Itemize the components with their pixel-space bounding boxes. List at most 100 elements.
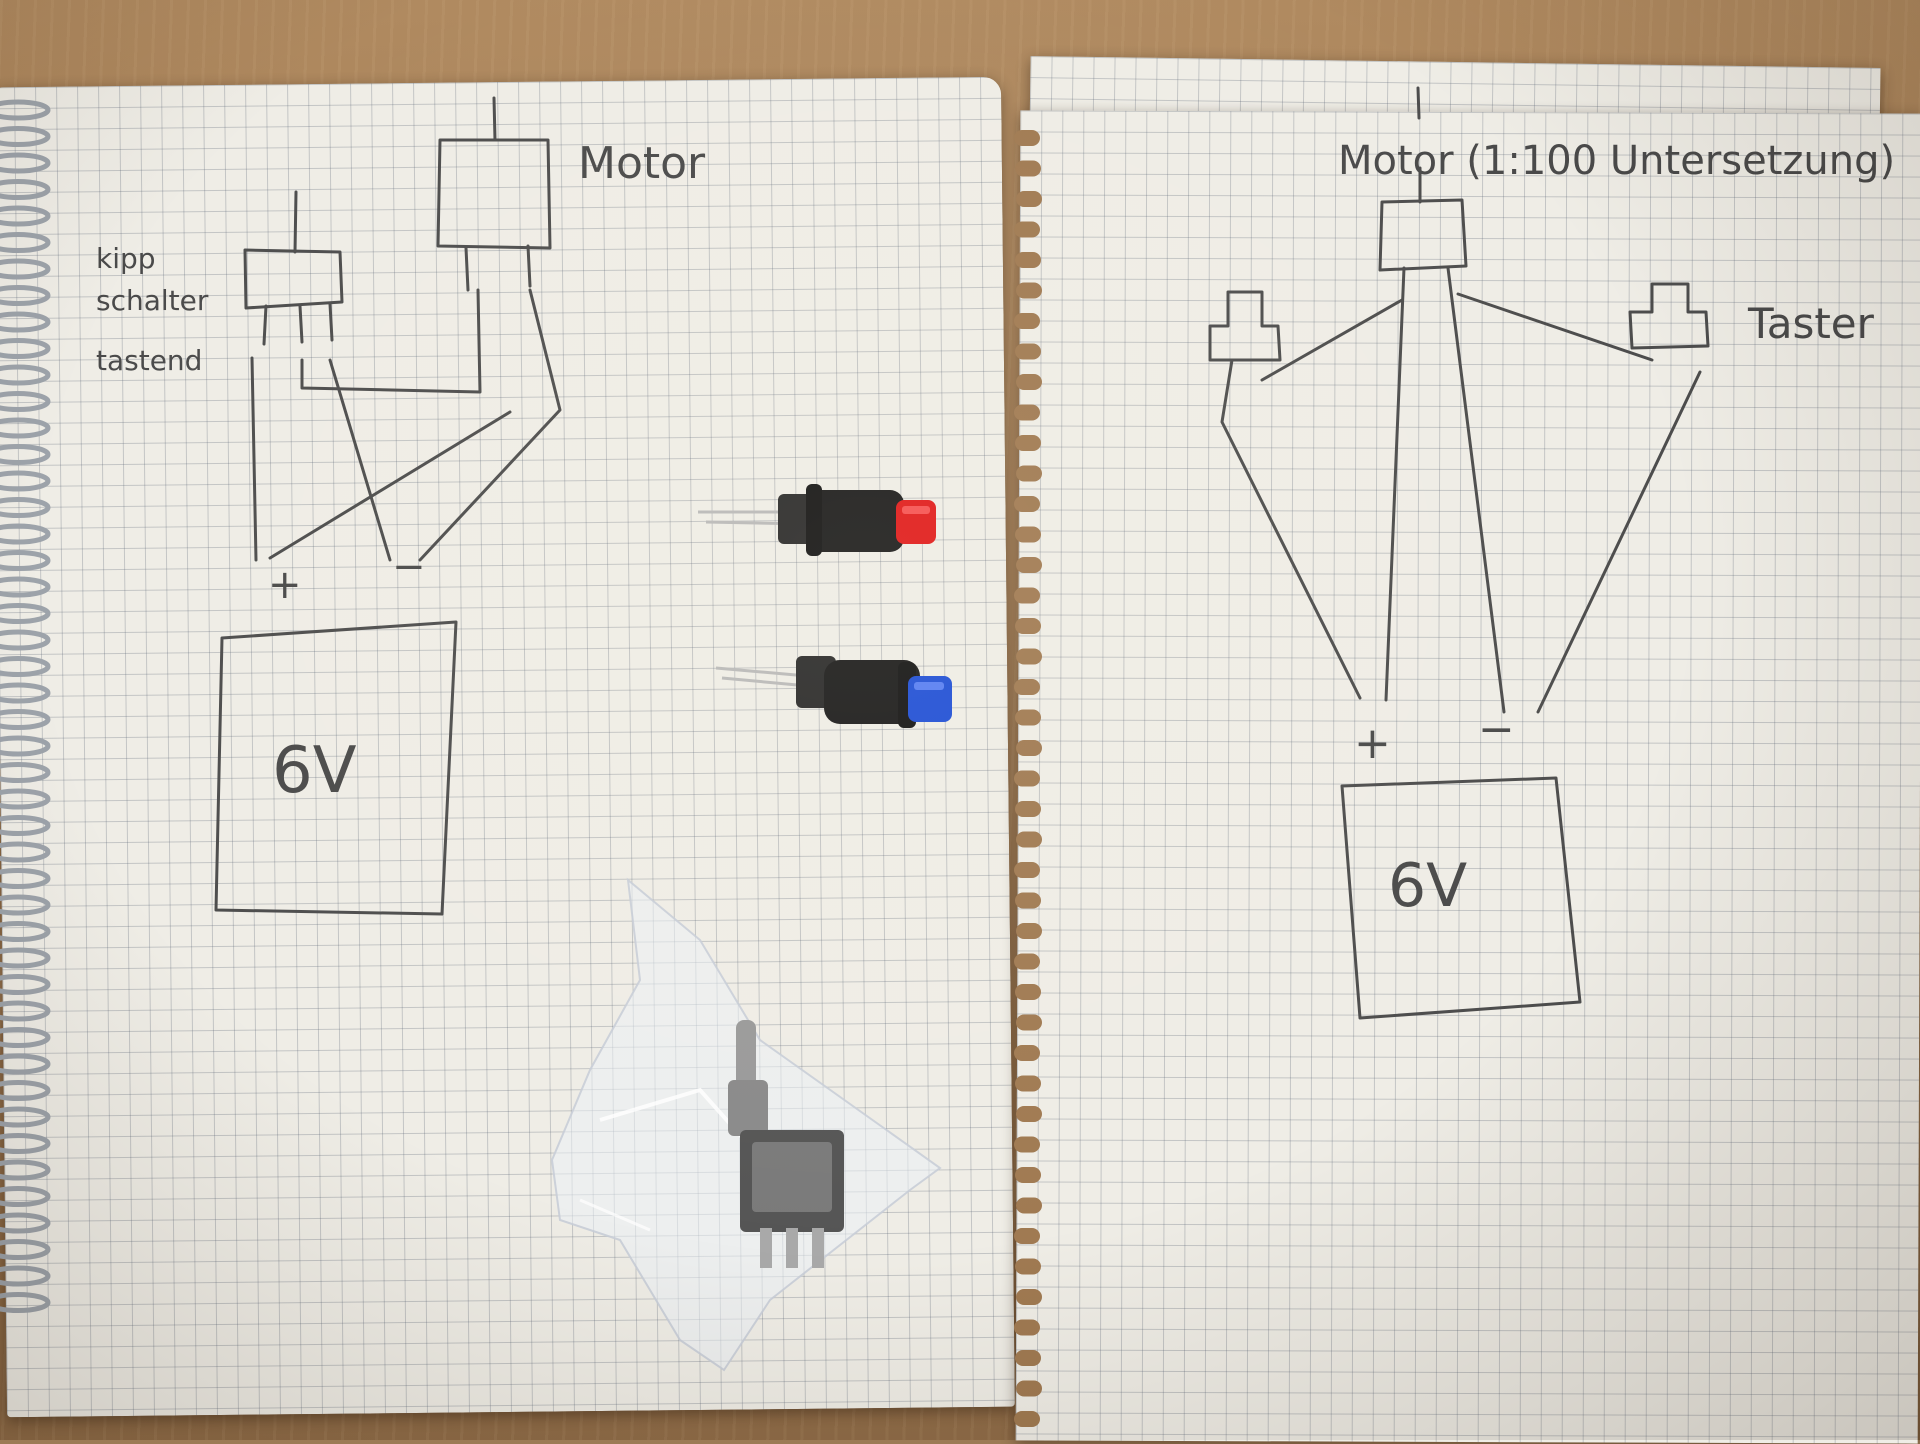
right-left-button [1208,290,1282,362]
spiral-ring [0,364,51,386]
spiral-ring [0,841,51,863]
perforation-hole [1015,984,1041,1000]
perforation-hole [1014,1045,1040,1061]
spiral-ring [0,152,51,174]
perforation-hole [1015,709,1041,726]
perforation-hole [1016,191,1042,207]
spiral-ring [0,921,51,942]
spiral-ring [0,603,51,624]
spiral-ring [0,523,51,545]
left-switch-label-3: tastend [96,344,202,377]
spiral-ring [0,444,51,465]
perforation-hole [1014,679,1040,695]
left-motor-label: Motor [578,138,706,189]
spiral-ring [0,232,51,253]
perforation-hole [1016,740,1042,756]
perforation-hole [1014,313,1040,329]
right-wire-1 [1220,358,1362,700]
spiral-ring [0,1159,51,1181]
spiral-ring [0,1186,51,1207]
left-wire-b [300,288,482,394]
spiral-ring [0,735,51,757]
perforation-hole [1016,1197,1042,1214]
spiral-ring [0,894,51,916]
spiral-ring [0,947,51,969]
spiral-ring [0,682,51,704]
spiral-ring [0,1265,51,1287]
spiral-ring [0,1106,51,1128]
spiral-ring [0,974,51,995]
spiral-ring [0,1000,51,1022]
spiral-ring [0,1080,51,1101]
left-wire-e [268,410,512,560]
perforation-hole [1015,892,1041,909]
perforation-hole [1016,648,1042,665]
right-wire-5 [1456,292,1654,362]
perforation-hole [1015,435,1041,451]
right-motor-label: Motor (1:100 Untersetzung) [1338,138,1895,184]
perforation-hole [1014,862,1040,878]
spiral-ring [0,258,51,280]
perforation-hole [1015,343,1041,360]
right-back-shaft [1416,86,1421,120]
right-battery-box [1340,776,1582,1020]
perforation-hole [1016,465,1042,482]
left-sketch [214,96,562,916]
perforation-hole [1014,953,1040,970]
spiral-ring [0,815,51,836]
left-motor-shaft [492,96,497,142]
perforation-hole [1014,1228,1040,1244]
spiral-ring [0,285,51,306]
toggle-lever [736,1020,756,1090]
right-sketch [1208,86,1710,1020]
perforation-hole [1016,1014,1042,1031]
perforation-hole [1014,130,1040,146]
perforation-hole [1015,618,1041,634]
spiral-ring [0,1239,51,1260]
perforation-hole [1015,1350,1041,1366]
perforation-hole [1014,221,1040,238]
spiral-ring [0,497,51,518]
left-wire-d [418,288,562,562]
blue-pushbutton [715,656,952,728]
perforation-hole [1015,252,1041,268]
left-wire-a [250,356,258,562]
spiral-ring [0,126,51,147]
perforation-hole [1014,587,1040,604]
perforation-hole [1014,1136,1040,1153]
perforation-hole [1015,526,1041,543]
perforation-hole [1016,1289,1042,1305]
perforation-hole [1015,801,1041,817]
right-right-button [1628,282,1710,350]
perforation-hole [1016,282,1042,299]
spiral-ring [0,391,51,412]
perforation-holes [1014,130,1042,1427]
right-wire-6 [1536,370,1702,714]
left-motor-box [436,138,552,250]
spiral-ring [0,576,51,598]
spiral-ring [0,1133,51,1154]
left-switch-label-1: kipp [96,242,156,275]
perforation-hole [1016,831,1042,848]
perforation-hole [1016,374,1042,390]
spiral-ring [0,205,51,227]
perforation-hole [1016,1106,1042,1122]
left-switch-label-2: schalter [96,284,209,317]
spiral-ring [0,762,51,783]
left-battery-box [214,620,458,916]
perforation-hole [1015,1075,1041,1092]
right-plus-label: + [1354,718,1391,769]
spiral-ring [0,629,51,651]
perforation-hole [1014,496,1040,512]
left-switch-box [243,248,344,310]
spiral-ring [0,338,51,359]
right-wire-4 [1446,266,1506,714]
right-wire-3 [1384,266,1406,702]
spiral-ring [0,1027,51,1048]
spiral-binding [0,99,51,1313]
right-battery-label: 6V [1388,851,1467,921]
spiral-ring [0,311,51,333]
spiral-ring [0,709,51,730]
perforation-hole [1016,557,1042,573]
